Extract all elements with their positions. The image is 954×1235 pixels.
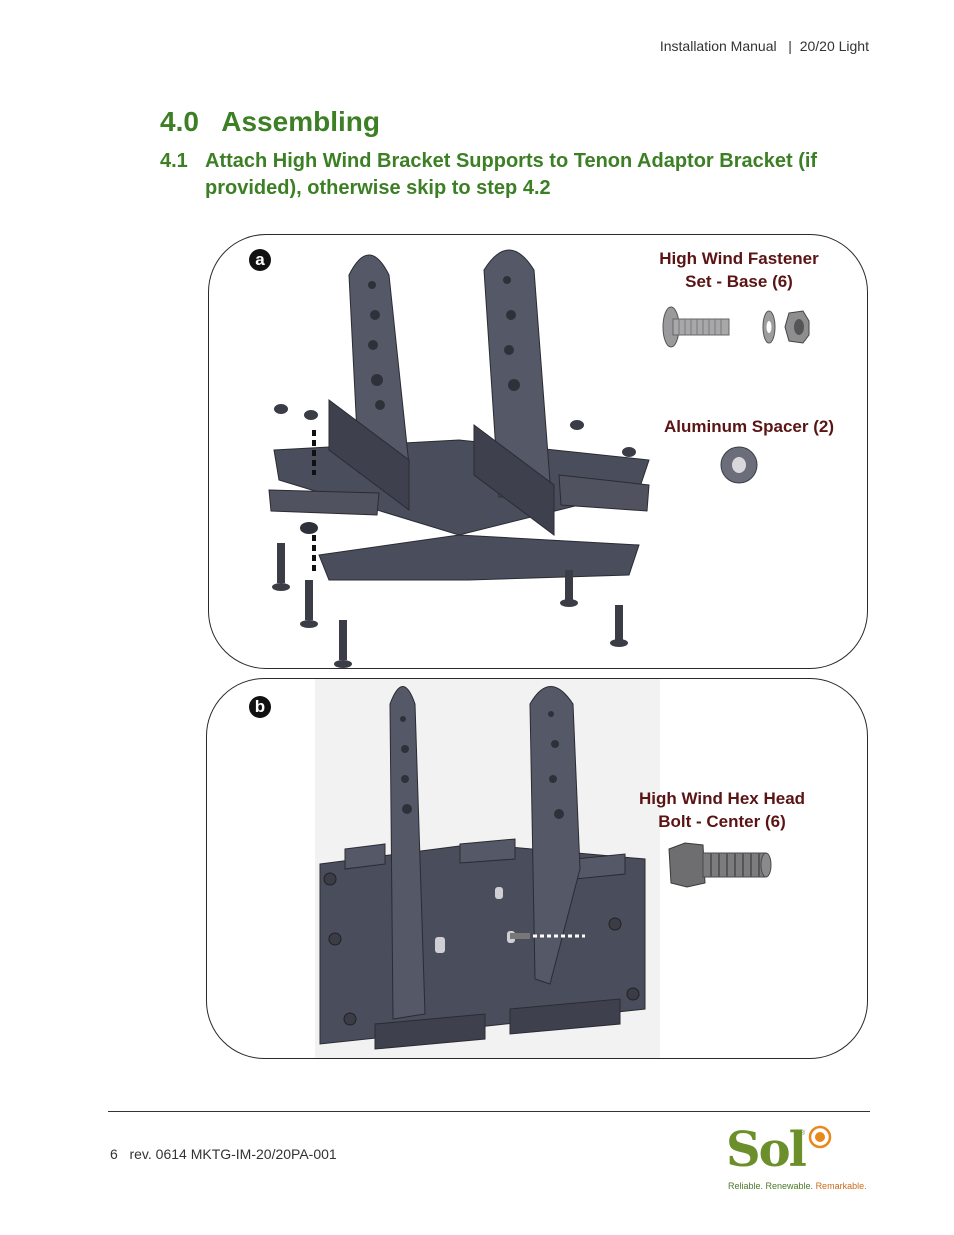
logo-tagline: Reliable. Renewable. Remarkable.: [728, 1181, 867, 1191]
document-revision: rev. 0614 MKTG-IM-20/20PA-001: [129, 1146, 337, 1162]
aluminum-spacer-illustration: [720, 446, 758, 484]
part-label-aluminum-spacer: Aluminum Spacer (2): [663, 417, 835, 436]
section-title: Assembling: [221, 106, 380, 137]
part-label-fastener-set: High Wind Fastener Set - Base (6): [639, 247, 839, 293]
header-manual-title: Installation Manual: [659, 38, 777, 54]
footer-divider: [108, 1111, 870, 1112]
fastener-set-parts-illustration: [662, 306, 810, 348]
assembly-figure-b: b High Wind Hex Head Bolt - Center (6): [206, 678, 868, 1059]
section-heading: 4.0 Assembling: [160, 106, 380, 138]
part-label-fastener-line1: High Wind Fastener: [659, 249, 819, 268]
page-footer: 6 rev. 0614 MKTG-IM-20/20PA-001: [110, 1146, 337, 1162]
subsection-number: 4.1: [160, 150, 188, 172]
step-badge-b: b: [249, 696, 271, 718]
subsection-title: Attach High Wind Bracket Supports to Ten…: [205, 150, 818, 199]
part-label-fastener-line2: Set - Base (6): [685, 272, 793, 291]
part-label-bolt-line1: High Wind Hex Head: [638, 789, 806, 808]
subsection-heading: 4.1 Attach High Wind Bracket Supports to…: [160, 148, 865, 202]
logo-registered-mark: ®: [800, 1130, 806, 1137]
step-badge-a: a: [249, 249, 271, 271]
running-header: Installation Manual | 20/20 Light: [660, 38, 869, 54]
section-number: 4.0: [160, 106, 199, 137]
sun-icon: [808, 1125, 832, 1149]
part-label-bolt-line2: Bolt - Center (6): [658, 812, 786, 831]
sol-logo: Sol ® Reliable. Renewable. Remarkable.: [726, 1122, 871, 1194]
page-number: 6: [110, 1146, 118, 1162]
bracket-assembled-illustration: [315, 679, 660, 1058]
header-product-name: 20/20 Light: [799, 38, 869, 54]
assembly-figure-a: a High Wind Fastener Set - Base (6): [208, 234, 868, 669]
header-separator: |: [788, 38, 792, 54]
hex-head-bolt-illustration: [668, 842, 772, 888]
logo-wordmark: Sol: [726, 1122, 807, 1178]
bracket-exploded-illustration: [268, 249, 650, 668]
logo-tagline-part2: Remarkable.: [815, 1181, 867, 1191]
part-label-hex-head-bolt: High Wind Hex Head Bolt - Center (6): [622, 787, 822, 833]
logo-tagline-part1: Reliable. Renewable.: [728, 1181, 816, 1191]
